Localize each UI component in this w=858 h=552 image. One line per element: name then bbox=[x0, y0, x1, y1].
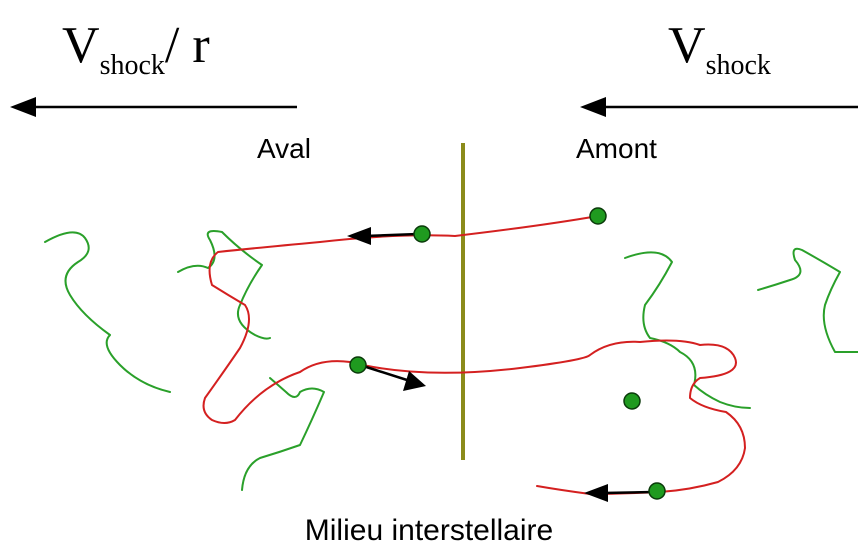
upstream-flow-arrow bbox=[580, 97, 858, 117]
v-left-main: V bbox=[62, 17, 100, 74]
v-left-sub: shock bbox=[100, 50, 165, 81]
velocity-arrow-upper bbox=[347, 227, 419, 245]
v-left-suffix: / r bbox=[165, 17, 210, 74]
upstream-velocity-label: Vshock bbox=[668, 17, 771, 81]
velocity-arrow-bottom bbox=[584, 484, 654, 502]
field-line-5 bbox=[757, 247, 858, 353]
particle-4 bbox=[623, 392, 641, 410]
medium-caption: Milieu interstellaire bbox=[305, 514, 553, 547]
field-line-1 bbox=[44, 231, 171, 393]
v-right-sub: shock bbox=[706, 50, 771, 81]
particle-1 bbox=[589, 207, 607, 225]
particle-3 bbox=[349, 356, 367, 374]
upstream-region-label: Amont bbox=[576, 133, 657, 164]
downstream-flow-arrow bbox=[10, 97, 297, 117]
velocity-arrow-middle bbox=[359, 363, 426, 391]
trajectory-upper bbox=[202, 215, 599, 424]
particle-5 bbox=[648, 482, 666, 500]
particle-trajectories bbox=[202, 215, 746, 495]
trajectory-lower bbox=[349, 339, 746, 493]
field-line-3 bbox=[241, 377, 325, 491]
v-right-main: V bbox=[668, 17, 706, 74]
particles bbox=[349, 207, 666, 500]
field-line-4 bbox=[624, 251, 751, 409]
particle-2 bbox=[413, 225, 431, 243]
downstream-region-label: Aval bbox=[257, 133, 311, 164]
particle-velocity-arrows bbox=[347, 227, 654, 502]
downstream-velocity-label: Vshock/ r bbox=[62, 17, 210, 81]
